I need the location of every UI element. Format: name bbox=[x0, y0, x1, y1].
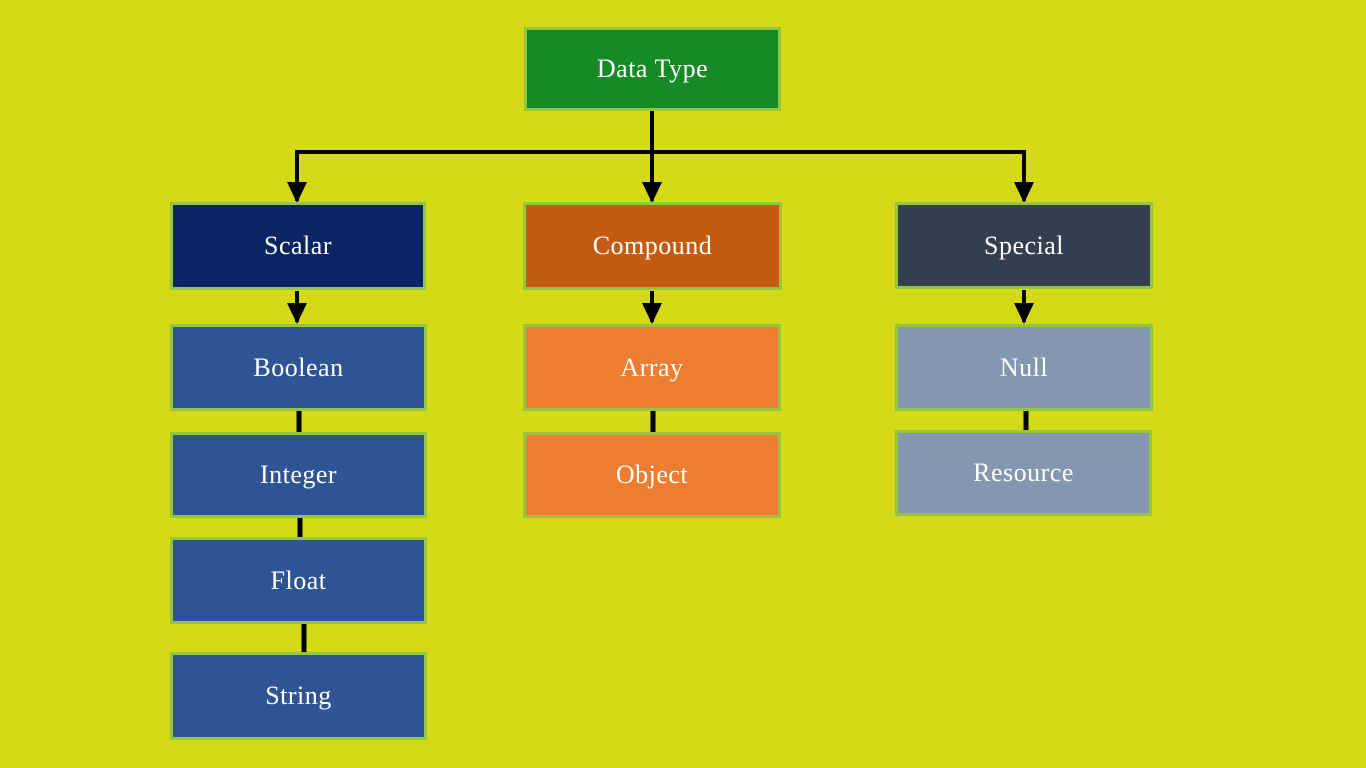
node-array-label: Array bbox=[620, 352, 684, 382]
node-data-type: Data Type bbox=[524, 27, 781, 111]
node-compound: Compound bbox=[523, 202, 782, 290]
node-resource: Resource bbox=[895, 430, 1152, 516]
node-object-label: Object bbox=[615, 460, 689, 489]
node-data-type-label: Data Type bbox=[596, 54, 709, 83]
node-integer-label: Integer bbox=[259, 460, 338, 489]
node-boolean-label: Boolean bbox=[253, 352, 344, 382]
node-null-label: Null bbox=[999, 352, 1049, 382]
node-integer: Integer bbox=[170, 432, 427, 518]
node-float: Float bbox=[170, 537, 427, 624]
node-float-label: Float bbox=[270, 565, 327, 595]
node-object: Object bbox=[523, 432, 781, 518]
node-array: Array bbox=[523, 324, 781, 411]
node-boolean: Boolean bbox=[170, 324, 427, 411]
node-resource-label: Resource bbox=[973, 458, 1074, 487]
node-scalar: Scalar bbox=[170, 202, 426, 290]
node-special-label: Special bbox=[983, 230, 1065, 260]
node-scalar-label: Scalar bbox=[264, 231, 332, 260]
node-string: String bbox=[170, 652, 427, 740]
node-special: Special bbox=[895, 202, 1153, 289]
node-string-label: String bbox=[265, 681, 332, 710]
node-null: Null bbox=[895, 324, 1153, 411]
node-compound-label: Compound bbox=[592, 231, 713, 260]
